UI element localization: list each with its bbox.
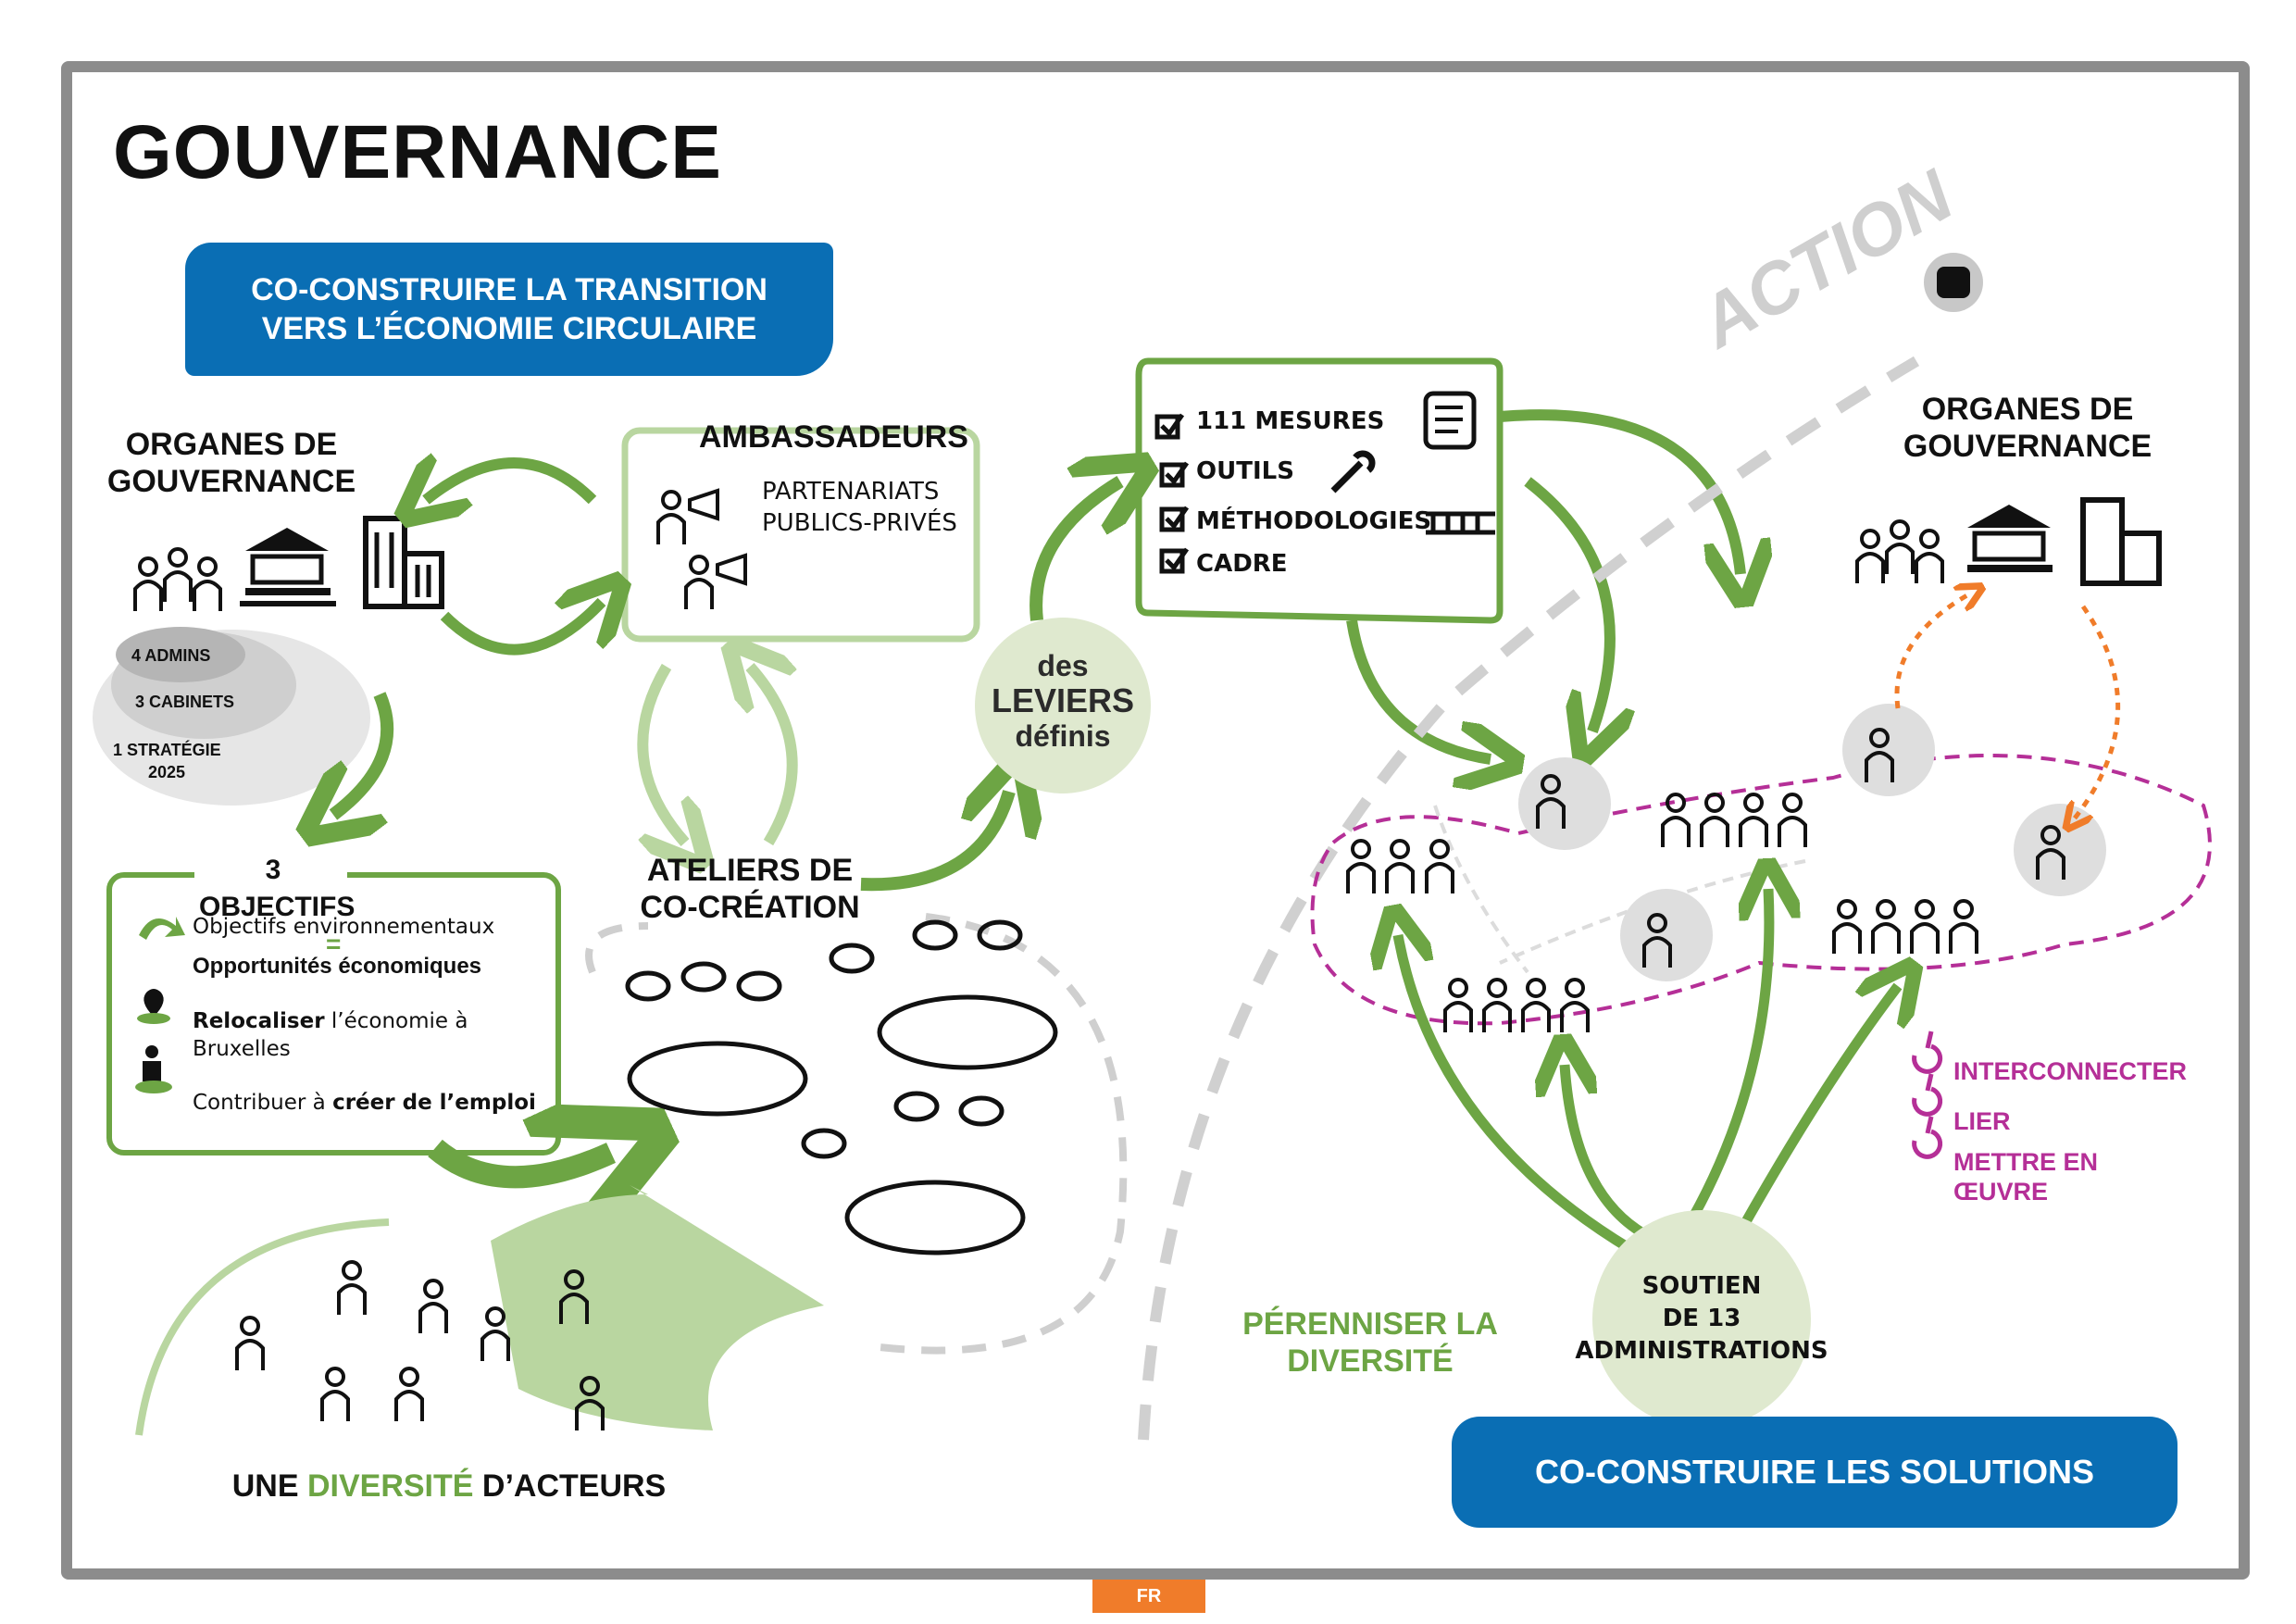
soutien-line1: SOUTIEN [1641,1272,1762,1300]
building-icon [363,516,444,609]
perenniser-line1: PÉRENNISER LA [1242,1306,1498,1342]
recycle-icon [139,917,185,940]
objectif-emploi: Contribuer à créer de l’emploi [193,1091,536,1115]
soutien-line2: DE 13 [1662,1305,1741,1332]
mesure-methodologies: MÉTHODOLOGIES [1196,507,1432,535]
soutien-circle [1592,1210,1811,1429]
institution-icon [240,528,336,606]
banner-transition-line2: VERS L’ÉCONOMIE CIRCULAIRE [261,311,757,346]
building-icon-right [2080,497,2162,586]
objectif-env: Objectifs environnementaux [193,915,495,939]
ateliers-line2: CO-CRÉATION [640,890,860,925]
verb-lier: LIER [1953,1107,2011,1135]
banner-transition: CO-CONSTRUIRE LA TRANSITION VERS L’ÉCONO… [185,243,833,376]
ambassadeurs-title: AMBASSADEURS [699,419,968,455]
ellipse-cabinets: 3 CABINETS [135,693,235,711]
ellipse-strategie: 1 STRATÉGIE [113,741,221,759]
arrow-ambassadeurs-to-organes [440,602,602,656]
objectif-relocaliser-rest: l’économie à [324,1009,468,1033]
action-dashed-line [1138,356,1920,1441]
ambassadeurs-box [621,427,980,643]
objectif-opportunites: Opportunités économiques [193,954,482,979]
ateliers-title: ATELIERS DE CO-CRÉATION [611,852,889,926]
objectif-relocaliser: Relocaliser l’économie à [193,1009,468,1033]
scroll-icon [1423,391,1477,450]
mesure-cadre: CADRE [1196,550,1288,578]
ladder-icon [1426,511,1495,535]
objectif-relocaliser-bold: Relocaliser [193,1009,325,1033]
arrow-ateliers-cycle-down [637,663,685,843]
soutien-line3: ADMINISTRATIONS [1575,1337,1828,1365]
arrow-objectifs-to-ateliers [428,1148,611,1177]
organes-left-line2: GOUVERNANCE [106,464,356,499]
leviers-line1: des [1037,649,1089,682]
partenariats-line1: PARTENARIATS [762,478,940,506]
objectif-equals: = [326,930,342,958]
verb-mettre: METTRE EN [1953,1148,2099,1176]
ellipse-strategie-year: 2025 [148,763,186,781]
mesure-outils: OUTILS [1196,457,1294,485]
network-loop-magenta [1310,754,2212,1026]
arrow-organes-to-ambassadeurs [426,463,597,500]
orange-dotted-arrow-2 [2074,605,2121,819]
diversite-caption: UNE DIVERSITÉ D’ACTEURS [208,1468,690,1505]
banner-transition-line1: CO-CONSTRUIRE LA TRANSITION [251,272,767,307]
mesure-111: 111 MESURES [1196,407,1385,435]
objectif-emploi-pre: Contribuer à [193,1091,333,1115]
leviers-line3: définis [1015,719,1111,753]
diversite-post: D’ACTEURS [473,1468,667,1504]
check-icons [1154,413,1190,574]
diversite-wide-arrow [491,1185,824,1430]
wrench-icon [1330,450,1376,493]
fist-icon [1924,253,1983,312]
leviers-circle [975,618,1151,793]
leviers-label: des LEVIERS définis [977,648,1149,754]
organes-gouvernance-right: ORGANES DE GOUVERNANCE [1889,391,2166,465]
verb-interconnecter: INTERCONNECTER [1953,1057,2188,1085]
objectif-bruxelles: Bruxelles [193,1037,291,1061]
worker-icon [135,1045,172,1093]
arrow-mesures-to-network [1524,477,1610,731]
objectif-emploi-bold: créer de l’emploi [332,1091,536,1115]
people-icon-right [1855,519,1944,585]
objectifs-title: 3 OBJECTIFS [199,855,356,922]
arrow-ateliers-cycle-up [750,667,798,846]
ellipse-admins: 4 ADMINS [131,646,211,665]
soutien-label: SOUTIEN DE 13 ADMINISTRATIONS [1574,1270,1829,1368]
megaphone-icon-2 [684,553,747,611]
leviers-line2: LEVIERS [991,681,1135,719]
diversite-highlight: DIVERSITÉ [306,1468,474,1504]
organes-right-line1: ORGANES DE [1921,392,2134,427]
network-people [1346,728,2065,1034]
network-hubs [1518,704,2106,981]
institution-icon-right [1967,505,2053,572]
arrow-organes-to-objectifs [333,692,394,815]
organes-right-line2: GOUVERNANCE [1903,429,2152,464]
banner-solutions: CO-CONSTRUIRE LES SOLUTIONS [1452,1417,2177,1528]
atelier-table-1 [625,919,1058,1255]
partenariats-line2: PUBLICS-PRIVÉS [762,509,957,537]
orange-dotted-arrow-1 [1894,593,1972,709]
arrow-mesures-to-network-2 [1346,619,1491,759]
people-icon [133,547,222,613]
diversite-pre: UNE [231,1468,307,1504]
perenniser-label: PÉRENNISER LA DIVERSITÉ [1231,1305,1509,1380]
map-pin-icon [137,989,170,1024]
arrow-ateliers-to-leviers [860,792,1009,892]
mesures-box [1135,357,1504,624]
magenta-check-icons [1912,1031,1943,1159]
arrow-mesures-to-organes-right [1499,409,1741,574]
organes-left-line1: ORGANES DE [125,427,338,462]
page-title: GOUVERNANCE [113,110,722,194]
verb-oeuvre: ŒUVRE [1953,1178,2049,1206]
megaphone-icon [656,488,719,546]
perenniser-line2: DIVERSITÉ [1287,1343,1454,1379]
organes-gouvernance-left: ORGANES DE GOUVERNANCE [93,426,370,500]
language-badge[interactable]: FR [1092,1580,1205,1613]
ateliers-line1: ATELIERS DE [646,853,854,888]
arrow-leviers-to-mesures [1029,481,1120,621]
